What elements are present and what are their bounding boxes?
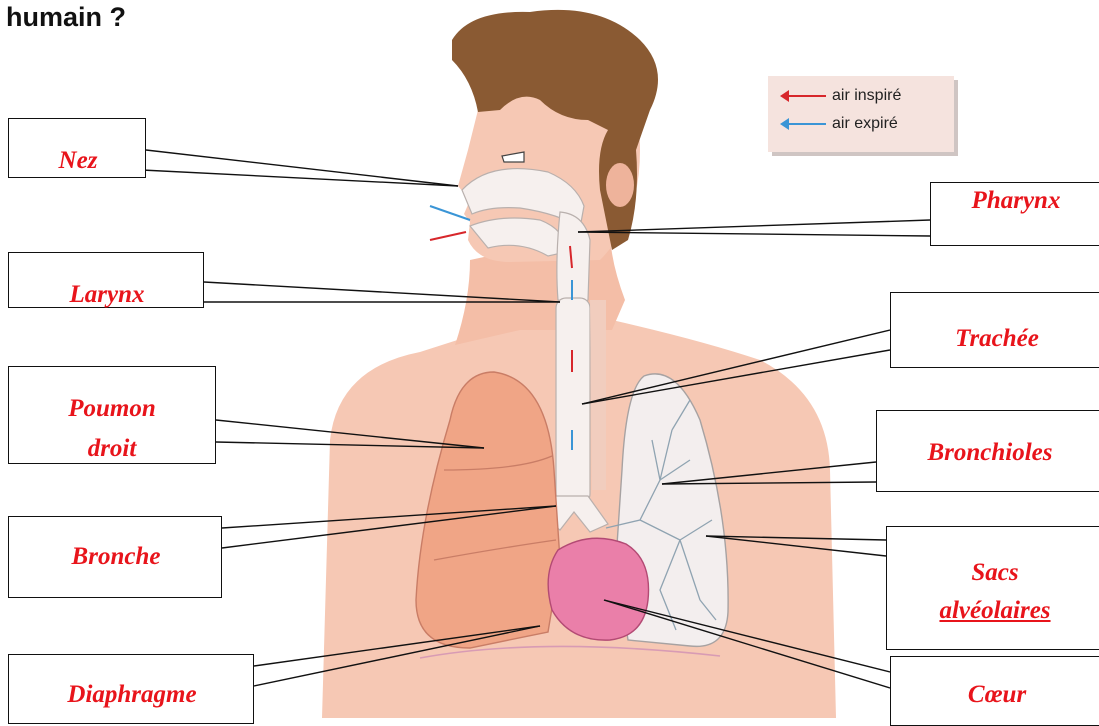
label-coeur: Cœur [898,680,1096,710]
trachea-tube [556,298,590,504]
blue-arrow-icon [782,123,826,125]
label-bronchioles: Bronchioles [884,438,1096,468]
heart [548,538,648,640]
legend-item-inspire: air inspiré [782,86,901,106]
label-sacs-line2: alvéolaires [894,596,1096,626]
legend-label-expire: air expiré [832,115,898,133]
legend-label-inspire: air inspiré [832,87,901,105]
esophagus [590,300,606,490]
label-trachee: Trachée [900,324,1094,354]
legend-item-expire: air expiré [782,114,898,134]
label-pharynx: Pharynx [938,186,1094,216]
label-larynx: Larynx [14,280,200,310]
label-sacs-line1: Sacs [894,558,1096,588]
label-poumon-line2: droit [14,434,210,464]
pharynx-tube [557,212,590,305]
label-bronche: Bronche [14,542,218,572]
label-nez: Nez [18,146,138,176]
red-arrow-icon [782,95,826,97]
legend: air inspiré air expiré [768,76,954,152]
page-heading: humain ? [6,2,126,32]
callout-sacs [886,526,1099,650]
ear [606,163,634,207]
label-diaphragme: Diaphragme [16,680,248,710]
label-poumon-line1: Poumon [14,394,210,424]
